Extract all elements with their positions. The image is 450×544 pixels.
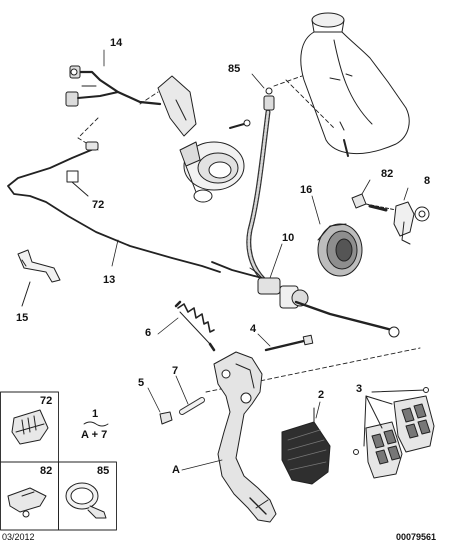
callout-a: A xyxy=(172,464,180,476)
callout-2: 2 xyxy=(318,389,325,401)
callout-4: 4 xyxy=(250,323,257,335)
switch-8-icon xyxy=(393,201,430,245)
callout-15: 15 xyxy=(16,312,29,324)
bracket-15-icon xyxy=(17,249,61,307)
master-cylinder-icon xyxy=(211,261,400,338)
slave-cylinder-icon xyxy=(157,75,251,203)
footer-code: 00079561 xyxy=(396,532,437,542)
callout-8: 8 xyxy=(424,175,431,187)
legend-grid xyxy=(0,391,117,531)
pipe-72-icon xyxy=(7,141,221,273)
hose-clamp-85-legend-icon xyxy=(65,482,107,519)
spring-6-icon xyxy=(174,300,216,352)
callout-3: 3 xyxy=(356,383,363,395)
callout-7: 7 xyxy=(172,365,179,377)
clutch-pedal-a-icon xyxy=(213,351,277,523)
legend-label-82: 82 xyxy=(40,465,53,477)
callout-72: 72 xyxy=(92,199,105,211)
bolt-4-icon xyxy=(264,334,314,352)
legend-label-85: 85 xyxy=(97,465,110,477)
legend-label-72: 72 xyxy=(40,395,53,407)
braided-hose-10-icon xyxy=(246,87,275,283)
callout-82: 82 xyxy=(381,168,394,180)
pedal-pad-2-icon xyxy=(281,407,331,485)
rubber-boot-16-icon xyxy=(317,223,363,277)
footer-date: 03/2012 xyxy=(2,532,35,542)
note-parts: A + 7 xyxy=(81,429,108,441)
callout-10: 10 xyxy=(282,232,295,244)
clip-72-legend-icon xyxy=(11,409,49,445)
fluid-reservoir-icon xyxy=(300,12,410,157)
clip-82-legend-icon xyxy=(7,487,47,518)
callout-85: 85 xyxy=(228,63,241,75)
callout-14: 14 xyxy=(110,37,123,49)
note-tilde-icon xyxy=(83,421,109,427)
clip-82-icon xyxy=(351,193,397,212)
connector-pipe-14-icon xyxy=(65,65,162,107)
pedal-covers-3-icon xyxy=(353,387,435,479)
callout-16: 16 xyxy=(300,184,313,196)
callout-6: 6 xyxy=(145,327,152,339)
note-number: 1 xyxy=(92,408,99,420)
nut-5-icon xyxy=(159,411,173,425)
callout-5: 5 xyxy=(138,377,145,389)
callout-13: 13 xyxy=(103,274,116,286)
spacer-7-icon xyxy=(179,397,205,415)
